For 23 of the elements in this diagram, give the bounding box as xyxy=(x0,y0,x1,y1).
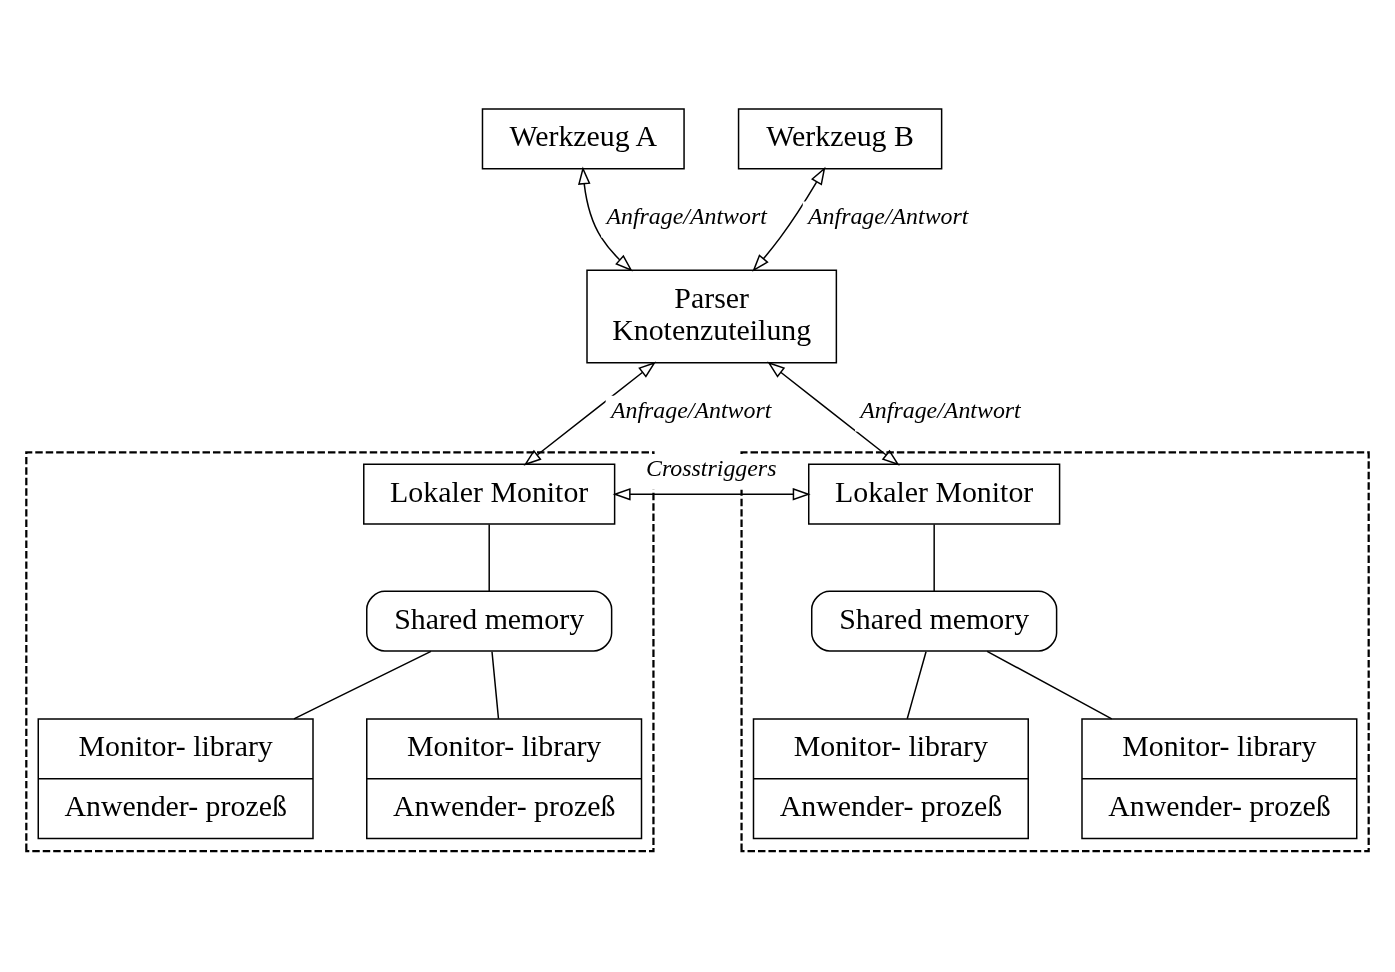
node-box: Werkzeug B xyxy=(737,108,943,170)
connector xyxy=(488,523,490,592)
edge-label: Anfrage/Antwort xyxy=(610,396,772,423)
edge-label: Anfrage/Antwort xyxy=(808,202,969,229)
connector xyxy=(906,650,927,720)
node-box: Werkzeug A xyxy=(481,108,685,170)
arrow xyxy=(612,487,811,501)
edge-label: Anfrage/Antwort xyxy=(606,202,767,229)
arrow xyxy=(767,361,900,466)
connector xyxy=(491,650,500,720)
node-box: Shared memory xyxy=(811,590,1058,652)
node-box: Lokaler Monitor xyxy=(363,463,616,525)
arrow xyxy=(752,166,826,272)
edge-label: Crosstriggers xyxy=(645,455,777,481)
arrow xyxy=(523,361,657,466)
node-box: Lokaler Monitor xyxy=(808,463,1061,525)
connector xyxy=(986,650,1113,720)
node-box: Shared memory xyxy=(366,590,613,652)
connector xyxy=(293,650,432,720)
edge-label: Anfrage/Antwort xyxy=(860,396,1021,423)
node-box: Parser Knotenzuteilung xyxy=(586,269,838,364)
arrow xyxy=(578,166,633,272)
connector xyxy=(933,523,935,592)
